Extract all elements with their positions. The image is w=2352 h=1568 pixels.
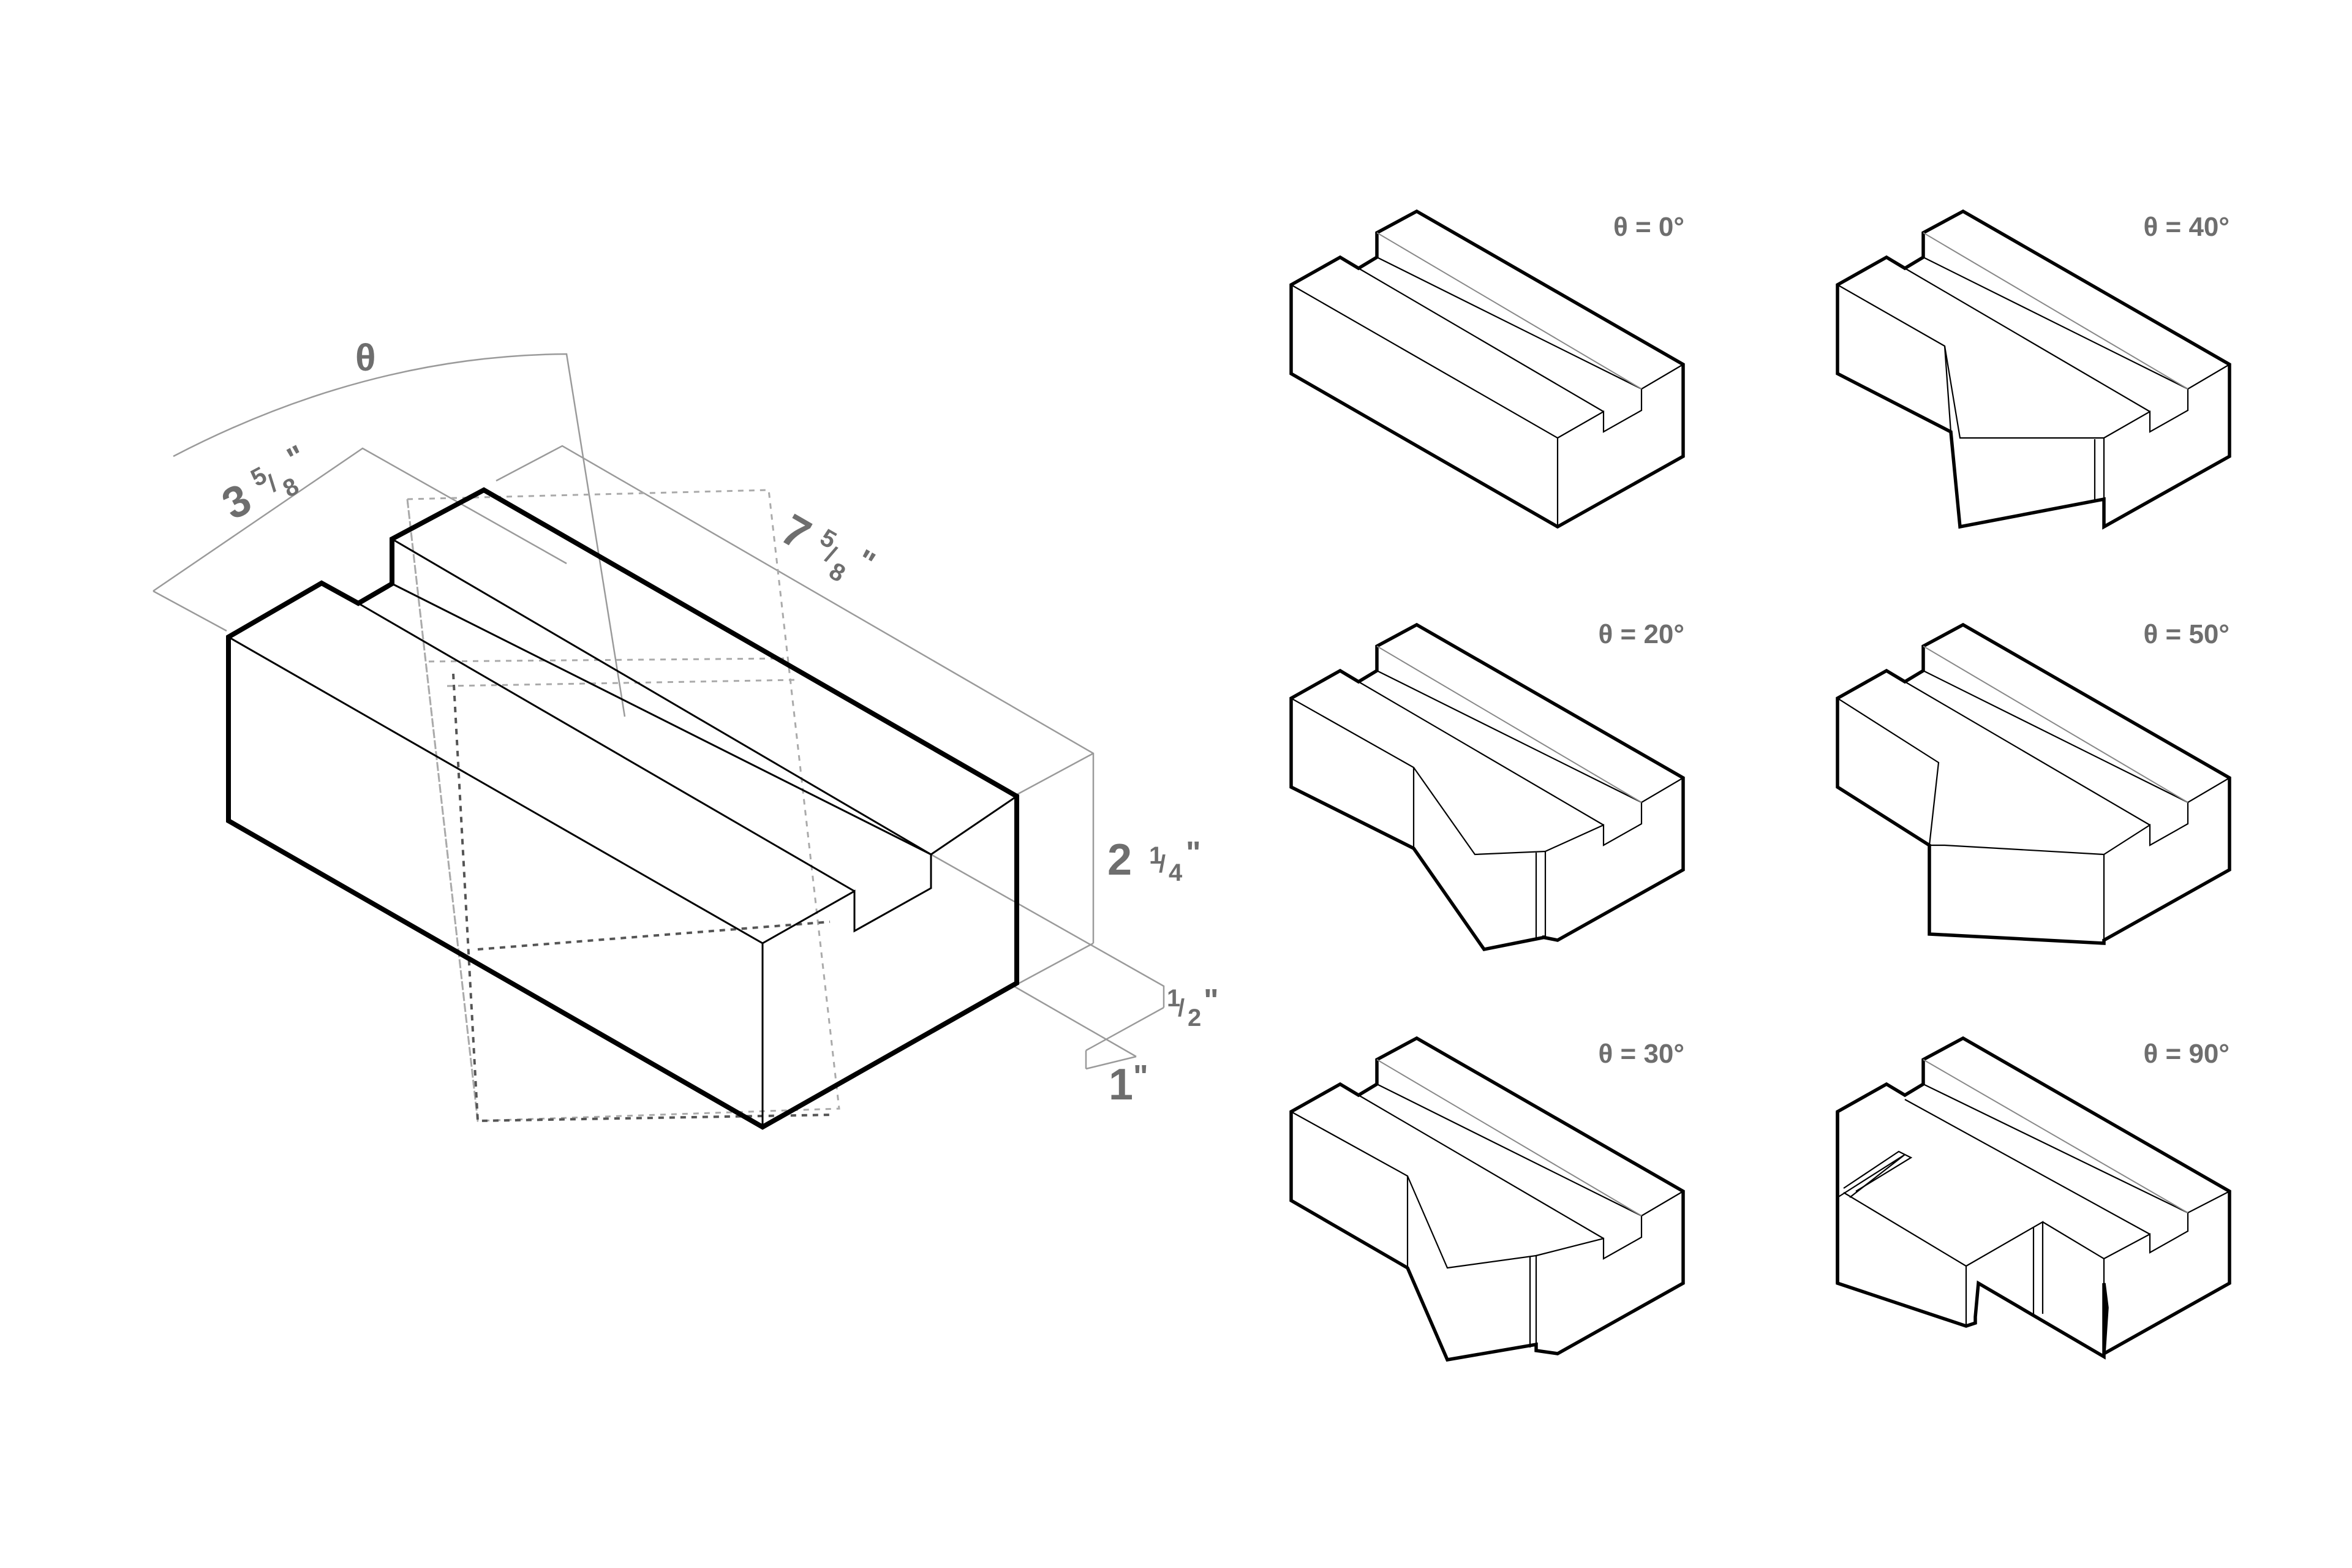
groove-depth-den: 2 (1188, 1005, 1201, 1031)
groove-depth-num: 1 (1167, 985, 1180, 1012)
caption-theta-30: θ = 30° (1599, 1039, 1684, 1069)
length-unit: " (850, 543, 881, 581)
dimension-guides (153, 445, 1165, 1070)
width-den: 8 (279, 472, 303, 502)
svg-text:/: / (1159, 851, 1166, 878)
svg-text:/: / (1178, 995, 1185, 1022)
height-dimension: 2 1 / 4 " (1107, 835, 1201, 886)
width-whole: 3 (214, 475, 259, 529)
groove-width-unit: " (1133, 1059, 1148, 1095)
rotated-brick-ghost (406, 489, 840, 1123)
width-dimension: 3 5 / 8 " (214, 439, 312, 529)
height-whole: 2 (1107, 835, 1132, 884)
caption-theta-20: θ = 20° (1599, 619, 1684, 649)
length-whole: 7 (773, 505, 819, 560)
caption-theta-90: θ = 90° (2144, 1039, 2230, 1069)
groove-width-whole: 1 (1109, 1060, 1133, 1109)
groove-width-dimension: 1 " (1109, 1059, 1148, 1109)
caption-theta-50: θ = 50° (2144, 619, 2230, 649)
height-den: 4 (1169, 859, 1183, 886)
groove-depth-unit: " (1204, 983, 1219, 1019)
caption-theta-0: θ = 0° (1613, 212, 1684, 242)
variant-brick-90 (1836, 1036, 2231, 1360)
variant-brick-40 (1836, 209, 2231, 530)
main-brick: θ 3 5 / 8 " 7 5 / 8 " 2 1 / 4 " 1 / 2 " (153, 337, 1219, 1130)
length-dimension: 7 5 / 8 " (773, 505, 881, 588)
variant-brick-20 (1289, 622, 1685, 952)
height-num: 1 (1149, 842, 1163, 869)
caption-theta-40: θ = 40° (2144, 212, 2230, 242)
brick-outline (226, 487, 1019, 1130)
angle-arc (173, 353, 626, 717)
variant-brick-30 (1289, 1036, 1685, 1362)
height-unit: " (1186, 835, 1201, 871)
groove-depth-dimension: 1 / 2 " (1167, 983, 1219, 1031)
width-unit: " (282, 439, 312, 477)
variant-brick-0 (1289, 209, 1685, 529)
angle-label: θ (355, 337, 376, 379)
variant-brick-50 (1836, 622, 2231, 945)
